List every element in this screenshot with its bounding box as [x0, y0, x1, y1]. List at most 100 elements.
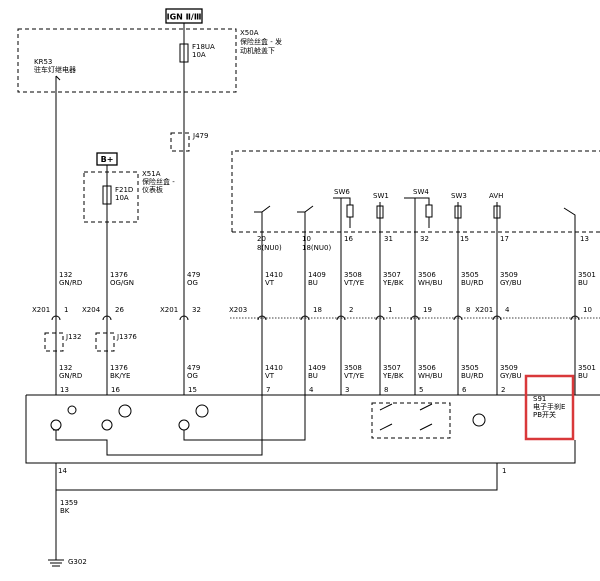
connector-cavity-9	[492, 315, 502, 321]
inline-pin-6: 1	[388, 306, 392, 314]
lower-circuit-color-7: WH/BU	[418, 372, 442, 380]
switch-13	[563, 207, 576, 232]
circuit-num-2: 479	[187, 271, 200, 279]
epb-indicator-icon	[472, 413, 486, 427]
circuit-color-2: OG	[187, 279, 198, 287]
lower-circuit-color-4: BU	[308, 372, 318, 380]
lower-circuit-num-8: 3505	[461, 364, 479, 372]
x204-label: X204	[82, 306, 101, 314]
connector-cavity-0	[51, 315, 61, 321]
ground-icon	[48, 559, 64, 567]
x51a-line1: 保险丝盒 -	[142, 177, 175, 186]
ground-color: BK	[60, 507, 70, 515]
switch-10	[304, 205, 314, 232]
f21d-rating: 10A	[115, 194, 129, 202]
lamp-return-2	[183, 395, 306, 441]
sw4-branch	[404, 197, 430, 205]
inline-pin-9: 4	[505, 306, 510, 314]
connector-cavity-5	[336, 315, 346, 321]
top-pin-0: 20	[257, 235, 266, 243]
x201-right-label: X201	[475, 306, 493, 314]
lower-circuit-num-6: 3507	[383, 364, 401, 372]
connector-cavity-7	[410, 315, 420, 321]
bplus-label: B+	[101, 155, 114, 164]
switch-module-outline	[231, 150, 600, 232]
lower-circuit-color-8: BU/RD	[461, 372, 484, 380]
lower-circuit-color-2: OG	[187, 372, 198, 380]
connector-cavity-8	[453, 315, 463, 321]
splice-j132	[44, 332, 64, 352]
lower-circuit-color-0: GN/RD	[59, 372, 82, 380]
top-pin-4: 16	[344, 235, 353, 243]
connector-cavity-6	[375, 315, 385, 321]
lower-circuit-color-5: VT/YE	[344, 372, 364, 380]
contact-2	[419, 403, 433, 411]
ground-pin: 14	[58, 467, 67, 475]
splice-j1376	[95, 332, 115, 352]
bottom-pin-5: 3	[345, 386, 349, 394]
circuit-num-8: 3505	[461, 271, 479, 279]
bottom-pin-7: 5	[419, 386, 423, 394]
top-pin-1: 8(NU0)	[257, 244, 282, 252]
top-pin-5: 31	[384, 235, 393, 243]
j1376-label: J1376	[116, 333, 137, 341]
ground-circuit: 1359	[60, 499, 78, 507]
bottom-pin-6: 8	[384, 386, 388, 394]
circuit-color-5: VT/YE	[344, 279, 364, 287]
sw4-resistor	[425, 204, 433, 218]
circuit-color-1: OG/GN	[110, 279, 134, 287]
s91-highlight	[524, 374, 575, 441]
top-pin-3: 18(NU0)	[302, 244, 331, 252]
circuit-num-9: 3509	[500, 271, 518, 279]
relay-contact	[55, 75, 61, 81]
x50a-code: X50A	[240, 29, 259, 37]
fuse-box-x51a	[83, 171, 139, 223]
f21d-code: F21D	[115, 186, 133, 194]
s91-line1: 电子手刹E	[533, 402, 565, 411]
sw4-label: SW4	[413, 188, 429, 196]
connector-cavity-1	[102, 315, 112, 321]
inline-pin-1: 26	[115, 306, 124, 314]
led-icon-2	[178, 419, 190, 431]
circuit-color-3: VT	[265, 279, 275, 287]
x201-mid-label: X201	[160, 306, 178, 314]
circuit-num-6: 3507	[383, 271, 401, 279]
sw6-label: SW6	[334, 188, 350, 196]
parking-indicator-icon	[118, 404, 132, 418]
circuit-num-0: 132	[59, 271, 72, 279]
switch-20	[261, 205, 271, 232]
warning-indicator-icon	[195, 404, 209, 418]
relay-name: 驻车灯继电器	[34, 65, 76, 74]
connector-cavity-2	[179, 315, 189, 321]
inline-pin-0: 1	[64, 306, 68, 314]
lower-circuit-num-3: 1410	[265, 364, 283, 372]
lower-circuit-num-1: 1376	[110, 364, 128, 372]
lower-circuit-num-4: 1409	[308, 364, 326, 372]
circuit-color-6: YE/BK	[382, 279, 404, 287]
bottom-pin-4: 4	[309, 386, 314, 394]
upper-circuit-labels: 132GN/RD1376OG/GN479OG1410VT1409BU3508VT…	[59, 271, 596, 287]
sw6-branch	[333, 197, 351, 205]
circuit-color-10: BU	[578, 279, 588, 287]
lower-circuit-color-1: BK/YE	[110, 372, 130, 380]
x50a-line1: 保险丝盒 - 发	[240, 37, 282, 46]
lower-circuit-labels: 132GN/RD1376BK/YE479OG1410VT1409BU3508VT…	[59, 364, 596, 380]
circuit-num-5: 3508	[344, 271, 362, 279]
contact-1	[379, 403, 393, 411]
circuit-color-7: WH/BU	[418, 279, 442, 287]
s91-line2: PB开关	[533, 410, 556, 419]
x51a-line2: 仪表板	[142, 185, 163, 194]
inline-pin-5: 2	[349, 306, 353, 314]
module-box	[25, 395, 576, 464]
bulb-icon	[67, 405, 77, 415]
lower-circuit-num-10: 3501	[578, 364, 596, 372]
circuit-color-8: BU/RD	[461, 279, 484, 287]
inline-pin-4: 18	[313, 306, 322, 314]
lower-circuit-num-5: 3508	[344, 364, 362, 372]
circuit-num-1: 1376	[110, 271, 128, 279]
inline-pin-10: 10	[583, 306, 592, 314]
lower-circuit-color-3: VT	[265, 372, 275, 380]
